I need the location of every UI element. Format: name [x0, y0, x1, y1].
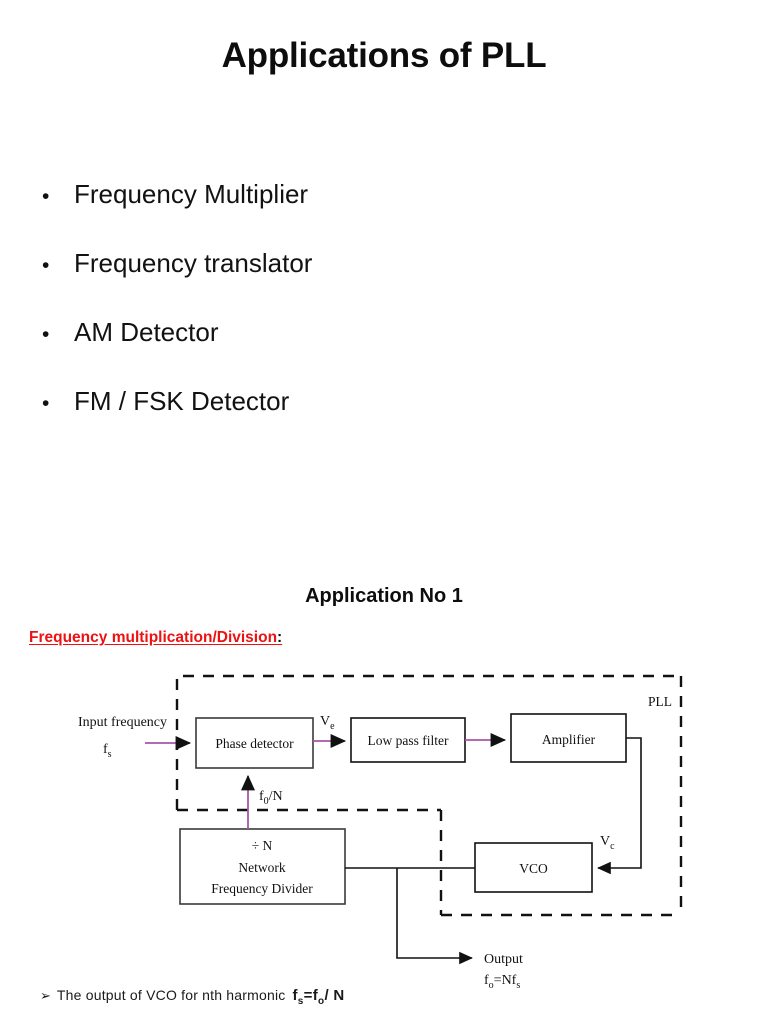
block-vco-label: VCO [519, 861, 548, 876]
bullet-label: FM / FSK Detector [74, 386, 290, 416]
bullet-marker: • [42, 392, 50, 415]
pll-boundary-upper [175, 674, 681, 810]
bullet-label: AM Detector [74, 317, 219, 347]
arrow-right-icon: ➢ [40, 988, 51, 1003]
section-subheading: Frequency multiplication/Division: [29, 629, 282, 647]
bullet-label: Frequency Multiplier [74, 179, 309, 209]
wire-amplifier-to-vco [597, 737, 642, 875]
bullet-marker: • [42, 185, 50, 208]
block-frequency-divider-line1: ÷ N [252, 838, 273, 853]
block-frequency-divider-line2: Network [238, 860, 285, 875]
footer-note-text: The output of VCO for nth harmonic [56, 987, 286, 1003]
page-title: Applications of PLL [221, 36, 547, 75]
label-input-fs: fs [103, 742, 112, 760]
pll-boundary-label: PLL [648, 694, 672, 709]
label-output: Output [484, 952, 523, 967]
bullet-label: Frequency translator [74, 248, 313, 278]
label-ve: Ve [320, 714, 335, 732]
block-frequency-divider-line3: Frequency Divider [211, 881, 313, 896]
bullet-marker: • [42, 254, 50, 277]
list-item: • FM / FSK Detector [42, 387, 642, 456]
bullet-marker: • [42, 323, 50, 346]
label-vc: Vc [600, 834, 615, 852]
block-phase-detector [195, 717, 314, 769]
list-item: • Frequency translator [42, 249, 642, 318]
block-frequency-divider [179, 828, 346, 905]
section-subheading-text: Frequency multiplication/Division [29, 629, 278, 646]
block-low-pass-filter-label: Low pass filter [368, 733, 449, 748]
list-item: • AM Detector [42, 318, 642, 387]
section-subheading-colon: : [277, 629, 283, 646]
block-amplifier-label: Amplifier [542, 732, 596, 747]
label-output-equation: fo=Nfs [484, 973, 520, 991]
application-heading: Application No 1 [305, 585, 463, 607]
list-item: • Frequency Multiplier [42, 180, 642, 249]
wire-output-tap [396, 868, 473, 965]
label-f0-over-n: f0/N [259, 789, 283, 807]
footer-note: ➢ The output of VCO for nth harmonic fs=… [40, 987, 345, 1007]
label-input-frequency: Input frequency [78, 715, 167, 730]
bullet-list: • Frequency Multiplier • Frequency trans… [42, 180, 642, 456]
footer-note-equation: fs=fo/ N [292, 987, 345, 1007]
block-phase-detector-label: Phase detector [215, 736, 294, 751]
